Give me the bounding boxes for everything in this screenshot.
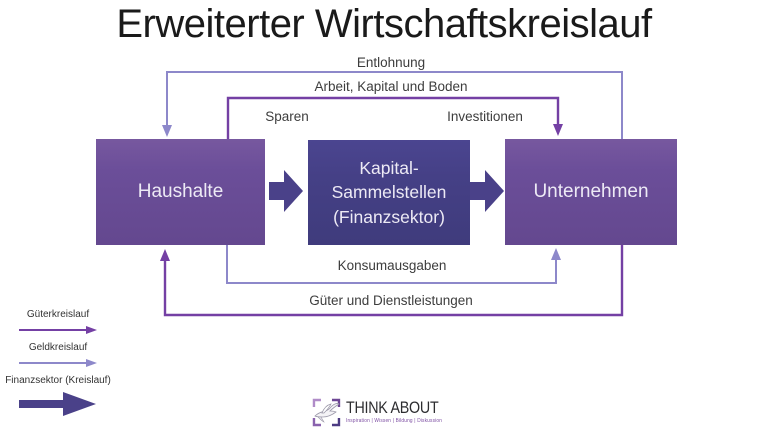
unternehmen-box-label: Unternehmen <box>533 181 649 202</box>
gueter-dienstleistungen-arrowhead-icon <box>160 249 170 261</box>
investitionen-label: Investitionen <box>447 109 523 124</box>
investitionen-thick-arrow-icon <box>469 170 504 212</box>
legend-finanzsektor-label: Finanzsektor (Kreislauf) <box>5 375 111 386</box>
haushalte-box-label: Haushalte <box>137 181 224 202</box>
konsumausgaben-arrowhead-icon <box>551 248 561 260</box>
konsumausgaben-label: Konsumausgaben <box>337 258 447 273</box>
kapital-line2: Sammelstellen <box>331 182 447 203</box>
entlohnung-arrowhead-icon <box>162 125 172 137</box>
dove-frame-icon <box>312 398 341 427</box>
legend: Güterkreislauf Geldkreislauf Finanzsekto… <box>2 309 114 417</box>
kapitalsammelstellen-box: Kapital- Sammelstellen (Finanzsektor) <box>308 140 470 245</box>
think-about-logo: THINK ABOUT Inspiration | Wissen | Bildu… <box>312 398 456 427</box>
legend-gueterkreislauf-label: Güterkreislauf <box>26 309 90 320</box>
sparen-label: Sparen <box>265 109 309 124</box>
page-title: Erweiterter Wirtschaftskreislauf <box>116 2 652 46</box>
gueterkreislauf-arrow-icon <box>19 326 97 334</box>
logo-name: THINK ABOUT <box>345 398 439 417</box>
legend-geldkreislauf-label: Geldkreislauf <box>28 342 88 353</box>
arbeit-kapital-boden-label: Arbeit, Kapital und Boden <box>314 79 468 94</box>
kapital-line3: (Finanzsektor) <box>333 206 445 227</box>
kapital-line1: Kapital- <box>359 157 419 178</box>
geldkreislauf-arrow-icon <box>19 359 97 367</box>
arbeit-kapital-boden-arrowhead-icon <box>553 124 563 136</box>
entlohnung-label: Entlohnung <box>356 55 426 70</box>
unternehmen-box: Unternehmen <box>505 139 677 245</box>
logo-tagline: Inspiration | Wissen | Bildung | Diskuss… <box>345 418 443 424</box>
sparen-thick-arrow-icon <box>269 170 303 212</box>
gueter-dienstleistungen-label: Güter und Dienstleistungen <box>309 293 473 308</box>
kapitalsammelstellen-box-label: Kapital- Sammelstellen (Finanzsektor) <box>332 156 447 230</box>
finanzsektor-arrow-icon <box>19 392 96 416</box>
logo-text-block: THINK ABOUT Inspiration | Wissen | Bildu… <box>346 398 456 425</box>
haushalte-box: Haushalte <box>96 139 265 245</box>
